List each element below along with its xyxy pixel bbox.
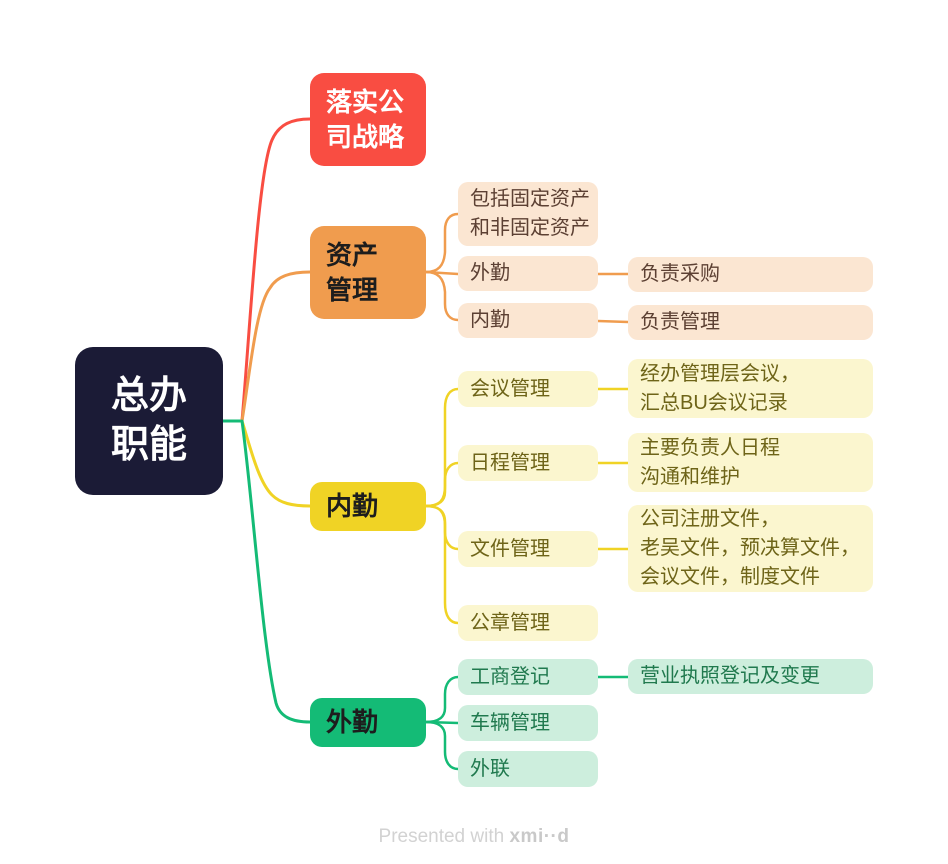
branch-assets[interactable]: 资产 管理 [310,226,426,319]
child-internal-seal[interactable]: 公章管理 [458,605,598,641]
watermark: Presented with xmi··d [0,826,948,848]
connector-internal-meeting [424,387,460,508]
connector-assets-office [424,270,460,322]
branch-internal[interactable]: 内勤 [310,482,426,531]
detail-internal-meeting[interactable]: 经办管理层会议， 汇总BU会议记录 [628,359,873,418]
detail-internal-schedule[interactable]: 主要负责人日程 沟通和维护 [628,433,873,492]
child-assets-field[interactable]: 外勤 [458,256,598,291]
connector-assets-scope [424,212,460,274]
connector-branch-assets [240,270,312,423]
connector-branch-strategy [240,117,312,423]
child-external-registration[interactable]: 工商登记 [458,659,598,695]
watermark-text: Presented with [378,826,510,847]
root-node[interactable]: 总办 职能 [75,347,223,495]
connector-internal-schedule [424,461,460,508]
child-external-liaison[interactable]: 外联 [458,751,598,787]
child-internal-document[interactable]: 文件管理 [458,531,598,567]
xmind-logo: xmi··d [509,826,570,847]
connector-internal-seal [424,504,460,625]
detail-internal-document[interactable]: 公司注册文件， 老吴文件，预决算文件， 会议文件，制度文件 [628,505,873,592]
child-internal-schedule[interactable]: 日程管理 [458,445,598,481]
connector-branch-external [240,419,312,724]
branch-external[interactable]: 外勤 [310,698,426,747]
detail-assets-office[interactable]: 负责管理 [628,305,873,340]
detail-assets-field[interactable]: 负责采购 [628,257,873,292]
child-assets-scope[interactable]: 包括固定资产 和非固定资产 [458,182,598,246]
child-assets-office[interactable]: 内勤 [458,303,598,338]
connector-assets-office-detail [596,319,630,324]
child-external-vehicle[interactable]: 车辆管理 [458,705,598,741]
connector-branch-internal [240,419,312,508]
detail-external-registration[interactable]: 营业执照登记及变更 [628,659,873,694]
child-internal-meeting[interactable]: 会议管理 [458,371,598,407]
connector-external-registration [424,675,460,724]
connector-external-liaison [424,720,460,771]
branch-strategy[interactable]: 落实公 司战略 [310,73,426,166]
